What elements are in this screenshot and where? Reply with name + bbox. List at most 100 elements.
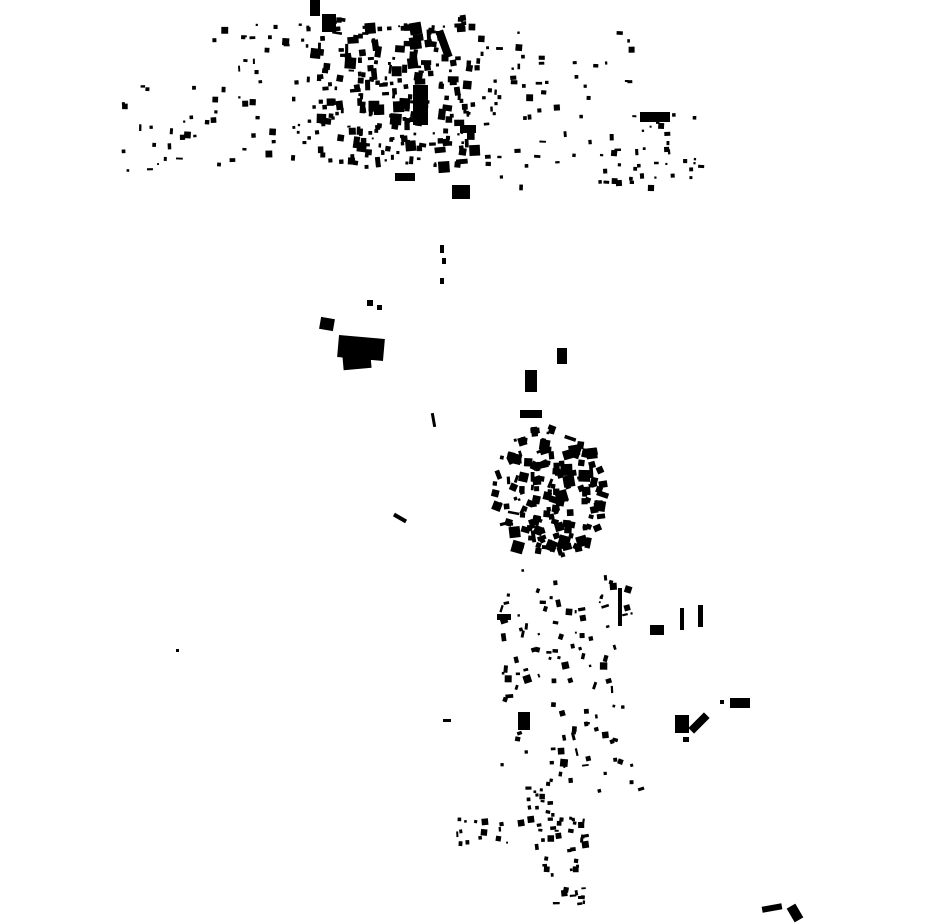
- building-footprint: [559, 817, 564, 822]
- building-footprint: [455, 158, 468, 165]
- building-footprint: [624, 79, 629, 83]
- building-footprint: [453, 86, 461, 96]
- building-footprint: [543, 856, 549, 861]
- building-footprint: [582, 489, 588, 497]
- building-footprint: [683, 158, 688, 164]
- building-footprint: [552, 901, 560, 905]
- building-footprint: [454, 119, 465, 127]
- building-footprint: [550, 483, 556, 489]
- building-footprint: [517, 63, 521, 70]
- building-footprint: [323, 62, 331, 71]
- building-footprint: [675, 715, 689, 733]
- building-footprint: [524, 164, 529, 168]
- building-footprint: [617, 163, 622, 167]
- building-footprint: [538, 55, 545, 60]
- building-footprint: [459, 829, 463, 834]
- building-footprint: [437, 161, 450, 174]
- building-footprint: [603, 574, 608, 581]
- building-footprint: [463, 104, 467, 114]
- building-footprint: [407, 94, 413, 100]
- building-footprint: [342, 353, 372, 371]
- building-footprint: [557, 348, 567, 364]
- building-footprint: [578, 822, 583, 827]
- building-footprint: [593, 726, 599, 732]
- building-footprint: [587, 721, 590, 725]
- building-footprint: [521, 568, 525, 573]
- building-footprint: [487, 88, 493, 93]
- building-footprint: [254, 69, 259, 75]
- building-footprint: [374, 45, 383, 58]
- southern-linear-village: [456, 568, 703, 906]
- building-footprint: [378, 82, 388, 88]
- building-footprint: [386, 26, 392, 31]
- building-footprint: [500, 633, 507, 642]
- building-footprint: [238, 96, 241, 99]
- building-footprint: [571, 817, 576, 822]
- building-footprint: [430, 412, 437, 428]
- building-footprint: [564, 525, 572, 534]
- building-footprint: [588, 514, 594, 520]
- building-footprint: [281, 37, 290, 46]
- building-footprint: [377, 305, 382, 310]
- building-footprint: [514, 736, 521, 742]
- building-footprint: [426, 29, 431, 40]
- building-footprint: [538, 61, 545, 65]
- building-footprint: [249, 36, 256, 40]
- building-footprint: [501, 671, 505, 675]
- building-footprint: [639, 173, 645, 179]
- building-footprint: [542, 863, 548, 867]
- building-footprint: [602, 654, 609, 663]
- building-footprint: [493, 79, 497, 83]
- building-footprint: [527, 805, 532, 810]
- building-footprint: [439, 81, 443, 86]
- building-footprint: [524, 623, 529, 630]
- building-footprint: [392, 56, 396, 61]
- building-footprint: [608, 579, 614, 585]
- building-footprint: [642, 147, 646, 151]
- building-footprint: [623, 585, 633, 594]
- building-footprint: [322, 14, 336, 32]
- building-footprint: [221, 86, 226, 93]
- building-footprint: [609, 133, 614, 141]
- building-footprint: [518, 712, 530, 730]
- building-footprint: [641, 129, 645, 132]
- building-footprint: [547, 489, 553, 494]
- building-footprint: [478, 835, 483, 840]
- building-footprint: [576, 440, 585, 450]
- building-footprint: [599, 153, 604, 157]
- building-footprint: [312, 105, 316, 109]
- building-footprint: [573, 858, 579, 864]
- building-footprint: [580, 837, 584, 843]
- building-footprint: [509, 452, 523, 466]
- building-footprint: [503, 601, 510, 606]
- building-footprint: [600, 594, 604, 597]
- building-footprint: [536, 823, 542, 828]
- building-footprint: [328, 158, 333, 163]
- building-footprint: [242, 100, 249, 107]
- building-footprint: [394, 45, 406, 53]
- building-footprint: [317, 146, 324, 154]
- building-footprint: [527, 114, 532, 120]
- building-footprint: [565, 608, 573, 616]
- building-footprint: [497, 155, 502, 159]
- building-footprint: [458, 841, 463, 847]
- building-footprint: [416, 145, 423, 152]
- building-footprint: [532, 514, 541, 526]
- building-footprint: [318, 99, 323, 104]
- building-footprint: [362, 107, 367, 114]
- building-footprint: [242, 147, 247, 151]
- building-footprint: [579, 114, 583, 119]
- building-footprint: [404, 105, 410, 112]
- building-footprint: [588, 636, 594, 642]
- building-footprint: [145, 87, 150, 92]
- building-footprint: [255, 23, 258, 27]
- building-footprint: [318, 74, 324, 80]
- building-footprint: [336, 17, 342, 23]
- building-footprint: [204, 119, 210, 125]
- building-footprint: [575, 534, 589, 548]
- building-footprint: [605, 677, 613, 684]
- building-footprint: [577, 606, 586, 612]
- building-footprint: [405, 140, 417, 152]
- building-footprint: [510, 80, 518, 85]
